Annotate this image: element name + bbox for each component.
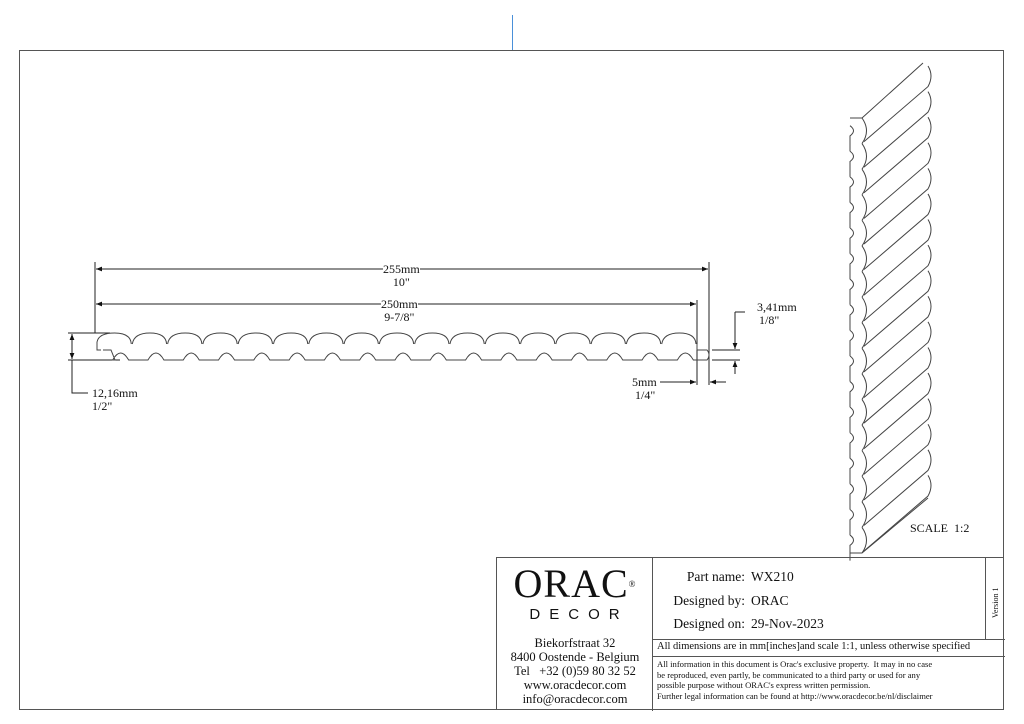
profile-back-edge bbox=[103, 344, 710, 361]
panel-flute bbox=[863, 65, 932, 142]
panel-flute bbox=[863, 449, 932, 526]
panel-flute bbox=[863, 398, 932, 475]
panel-flute bbox=[863, 142, 932, 219]
panel-flute bbox=[863, 270, 932, 347]
title-block: ORAC® DECOR Biekorfstraat 32 8400 Oosten… bbox=[496, 557, 1005, 711]
website-link[interactable]: www.oracdecor.com bbox=[523, 678, 627, 692]
panel-flute bbox=[863, 372, 932, 450]
version-label: Version 1 bbox=[991, 587, 1000, 618]
legal-notice: All information in this document is Orac… bbox=[657, 659, 933, 701]
panel-flute bbox=[863, 347, 932, 424]
panel-flute bbox=[863, 475, 932, 552]
designed-on: 29-Nov-2023 bbox=[751, 616, 824, 631]
orac-decor-logo: ORAC® DECOR bbox=[513, 561, 637, 624]
scale-label: SCALE 1:2 bbox=[910, 521, 970, 535]
panel-profile-section bbox=[96, 332, 710, 361]
panel-isometric-view bbox=[849, 62, 932, 561]
panel-flute bbox=[863, 168, 932, 245]
panel-flute bbox=[863, 219, 932, 296]
panel-back-edge bbox=[849, 125, 854, 561]
company-address: Biekorfstraat 32 8400 Oostende - Belgium… bbox=[497, 636, 653, 706]
panel-flute bbox=[863, 116, 932, 194]
sheet-center-mark bbox=[512, 15, 513, 50]
panel-flute bbox=[863, 423, 932, 501]
panel-flute bbox=[863, 193, 932, 270]
dimensions-note: All dimensions are in mm[inches]and scal… bbox=[657, 641, 971, 652]
panel-flute bbox=[863, 296, 932, 373]
part-info: Part name: WX210 Designed by: ORAC Desig… bbox=[673, 569, 824, 631]
profile-face-edge bbox=[96, 332, 697, 351]
panel-flute bbox=[863, 91, 932, 168]
designed-by: ORAC bbox=[751, 593, 789, 608]
panel-flute bbox=[863, 244, 932, 322]
part-name: WX210 bbox=[751, 569, 794, 584]
email-link[interactable]: info@oracdecor.com bbox=[522, 692, 628, 706]
panel-flute bbox=[863, 321, 932, 398]
panel-outline bbox=[850, 62, 929, 554]
panel-flute-edge bbox=[861, 117, 867, 554]
